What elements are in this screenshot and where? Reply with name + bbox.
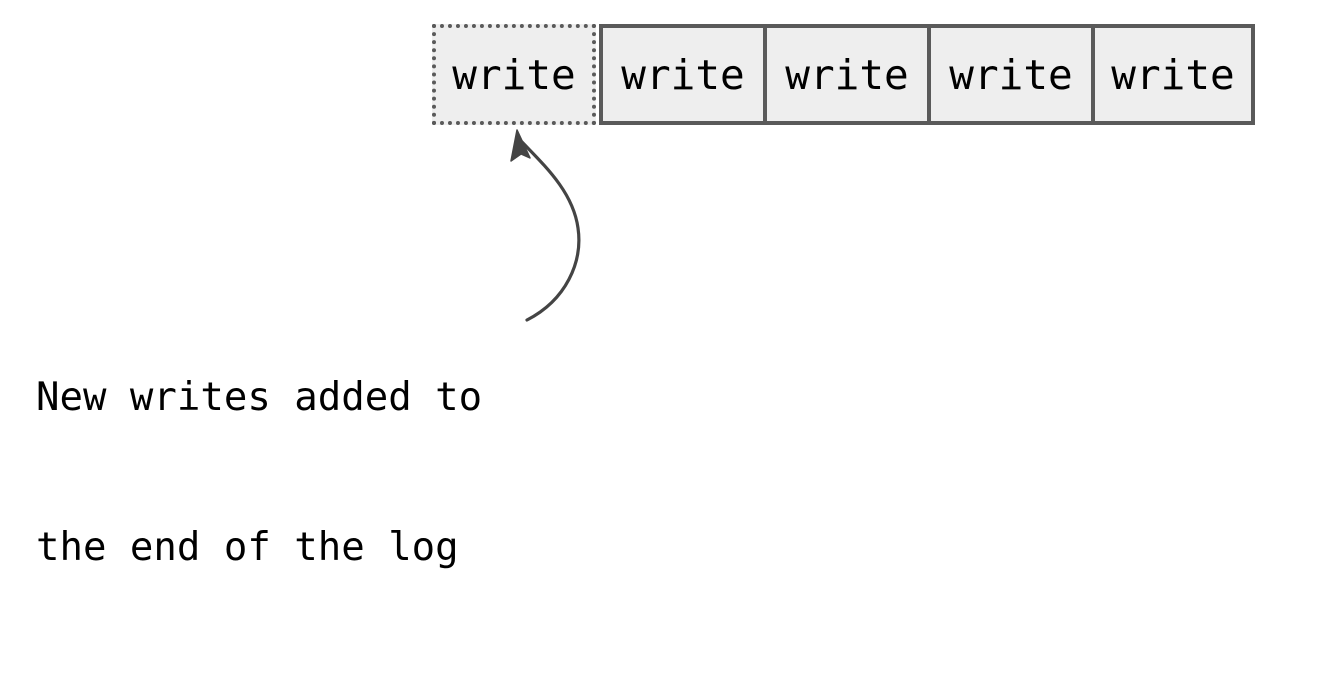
log-cell-4[interactable]: write xyxy=(1091,24,1255,125)
log-cell-1[interactable]: write xyxy=(599,24,763,125)
annotation-line-2: the end of the log xyxy=(36,525,459,570)
log-cell-label: write xyxy=(785,50,909,99)
log-cell-row: write write write write write xyxy=(432,24,1255,125)
diagram-canvas: write write write write write New writes… xyxy=(36,24,1255,570)
log-cell-label: write xyxy=(1111,50,1235,99)
log-cell-label: write xyxy=(949,50,1073,99)
log-cell-3[interactable]: write xyxy=(927,24,1091,125)
log-cell-new[interactable]: write xyxy=(432,24,596,125)
annotation-text: New writes added to the end of the log xyxy=(36,273,482,673)
log-cell-2[interactable]: write xyxy=(763,24,927,125)
log-cell-label: write xyxy=(621,50,745,99)
annotation-line-1: New writes added to xyxy=(36,375,483,420)
log-cell-label: write xyxy=(452,50,576,99)
